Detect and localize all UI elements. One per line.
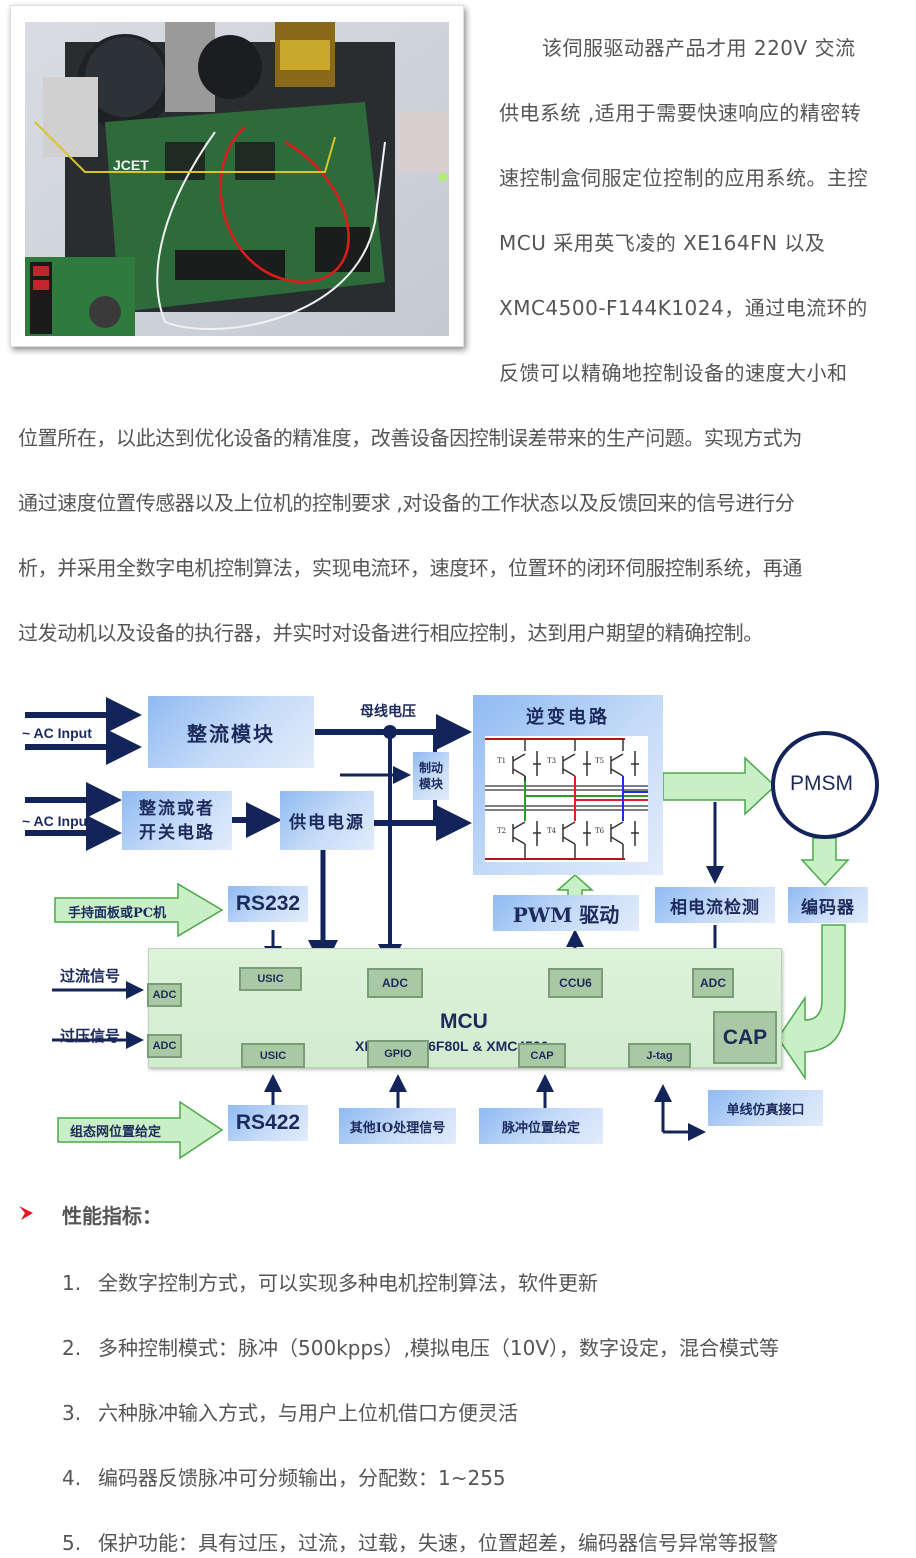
bullet-arrow-icon	[19, 1206, 33, 1220]
network-arrow	[57, 1100, 224, 1160]
spec-item-text: 全数字控制方式，可以实现多种电机控制算法，软件更新	[98, 1271, 598, 1295]
pmsm-label: PMSM	[790, 772, 853, 795]
port-cap-bottom: CAP	[518, 1043, 566, 1068]
intro-line-4: MCU 采用英飞凌的 XE164FN 以及	[499, 231, 826, 255]
brake-module-label-1: 制动	[418, 761, 443, 775]
transistor-t6: T6	[595, 827, 605, 835]
handheld-arrow	[54, 882, 224, 938]
product-photo: JCET	[25, 22, 449, 336]
intro-line-7: 位置所在，以此达到优化设备的精准度，改善设备因控制误差带来的生产问题。实现方式为	[18, 426, 802, 450]
spec-item-text: 保护功能：具有过压，过流，过载，失速，位置超差，编码器信号异常等报警	[98, 1531, 778, 1555]
transistor-t3: T3	[547, 757, 556, 765]
port-jtag: J-tag	[628, 1043, 691, 1068]
transistor-t2: T2	[497, 827, 506, 835]
inverter-label: 逆变电路	[526, 707, 610, 728]
port-adc-top: ADC	[367, 968, 423, 998]
spec-item: 5. 保护功能：具有过压，过流，过载，失速，位置超差，编码器信号异常等报警	[62, 1527, 778, 1556]
network-position-label: 组态网位置给定	[70, 1125, 162, 1140]
spec-item-number: 4.	[62, 1466, 82, 1490]
port-cap-large: CAP	[713, 1011, 777, 1064]
pwm-driver-box: PWM 驱动	[493, 895, 639, 931]
inverter-to-motor-arrow	[662, 756, 777, 816]
port-adc-left-2: ADC	[147, 1034, 182, 1058]
intro-line-8: 通过速度位置传感器以及上位机的控制要求 ,对设备的工作状态以及反馈回来的信号进行…	[18, 491, 795, 515]
ac-input-label-2: ~ AC Input	[22, 813, 92, 829]
rectifier-module-box: 整流模块	[148, 696, 314, 768]
overcurrent-label: 过流信号	[60, 967, 121, 985]
product-photo-frame: JCET	[10, 5, 464, 347]
ac-input-label-1: ~ AC Input	[22, 725, 92, 741]
bus-junction-dot	[383, 725, 397, 739]
rs422-box: RS422	[228, 1105, 308, 1141]
servo-block-diagram: ~ AC Input ~ AC Input 整流模块 母线电压 制动 模块 整流…	[0, 680, 916, 1170]
intro-line-5: XMC4500-F144K1024，通过电流环的	[499, 296, 868, 320]
pulse-position-box: 脉冲位置给定	[479, 1108, 603, 1144]
diagram-connectors	[25, 697, 879, 1160]
spec-item-number: 1.	[62, 1271, 82, 1295]
port-usic-bottom: USIC	[241, 1043, 305, 1068]
spec-item-number: 2.	[62, 1336, 82, 1360]
port-adc-left-1: ADC	[147, 983, 182, 1007]
spec-item-number: 3.	[62, 1401, 82, 1425]
mcu-title: MCU	[440, 1010, 488, 1033]
rs232-box: RS232	[228, 886, 308, 922]
brake-module-box: 制动 模块	[413, 752, 449, 800]
intro-line-1: 该伺服驱动器产品才用 220V 交流	[542, 36, 856, 60]
phase-current-detect-box: 相电流检测	[655, 887, 775, 923]
spec-item-text: 编码器反馈脉冲可分频输出，分配数：1~255	[98, 1466, 506, 1490]
motor-to-encoder-arrow	[800, 837, 850, 887]
spec-item-text: 多种控制模式：脉冲（500kpps）,模拟电压（10V），数字设定，混合模式等	[98, 1336, 780, 1360]
brake-module-label-2: 模块	[418, 777, 443, 791]
overvoltage-label: 过压信号	[60, 1027, 121, 1045]
port-usic-top: USIC	[239, 967, 302, 991]
power-supply-box: 供电电源	[280, 791, 374, 850]
handheld-pc-label: 手持面板或PC机	[68, 906, 167, 921]
rect-switch-label-1: 整流或者	[139, 798, 215, 819]
port-gpio: GPIO	[367, 1040, 429, 1068]
encoder-box: 编码器	[788, 887, 868, 923]
pmsm-motor-circle	[771, 731, 879, 839]
spec-item: 2. 多种控制模式：脉冲（500kpps）,模拟电压（10V），数字设定，混合模式…	[62, 1332, 779, 1361]
single-wire-debug-box: 单线仿真接口	[708, 1090, 823, 1126]
intro-line-10: 过发动机以及设备的执行器，并实时对设备进行相应控制，达到用户期望的精确控制。	[18, 621, 763, 645]
spec-item: 3. 六种脉冲输入方式，与用户上位机借口方便灵活	[62, 1397, 518, 1426]
rectifier-or-switch-box: 整流或者 开关电路	[122, 791, 232, 850]
board-logo: JCET	[113, 157, 149, 173]
encoder-to-cap-arrow	[777, 924, 846, 1081]
transistor-t5: T5	[595, 757, 604, 765]
specs-title: 性能指标：	[62, 1204, 162, 1228]
spec-item: 1. 全数字控制方式，可以实现多种电机控制算法，软件更新	[62, 1267, 598, 1296]
bus-voltage-label: 母线电压	[360, 704, 416, 720]
rect-switch-label-2: 开关电路	[139, 822, 215, 843]
port-ccu6: CCU6	[548, 968, 603, 998]
transistor-t1: T1	[497, 757, 506, 765]
spec-item-text: 六种脉冲输入方式，与用户上位机借口方便灵活	[98, 1401, 518, 1425]
inverter-bridge-schematic: T1 T3 T5 T2 T4 T6	[485, 736, 648, 862]
intro-line-2: 供电系统 ,适用于需要快速响应的精密转	[499, 101, 862, 125]
port-adc-right: ADC	[692, 968, 734, 998]
intro-line-9: 析，并采用全数字电机控制算法，实现电流环，速度环，位置环的闭环伺服控制系统，再通	[18, 556, 802, 580]
spec-item-number: 5.	[62, 1531, 82, 1555]
spec-item: 4. 编码器反馈脉冲可分频输出，分配数：1~255	[62, 1462, 506, 1491]
intro-line-6: 反馈可以精确地控制设备的速度大小和	[499, 361, 848, 385]
transistor-t4: T4	[547, 827, 557, 835]
intro-line-3: 速控制盒伺服定位控制的应用系统。主控	[499, 166, 868, 190]
circuit-board-image: JCET	[25, 22, 449, 336]
other-io-box: 其他IO处理信号	[339, 1108, 456, 1144]
